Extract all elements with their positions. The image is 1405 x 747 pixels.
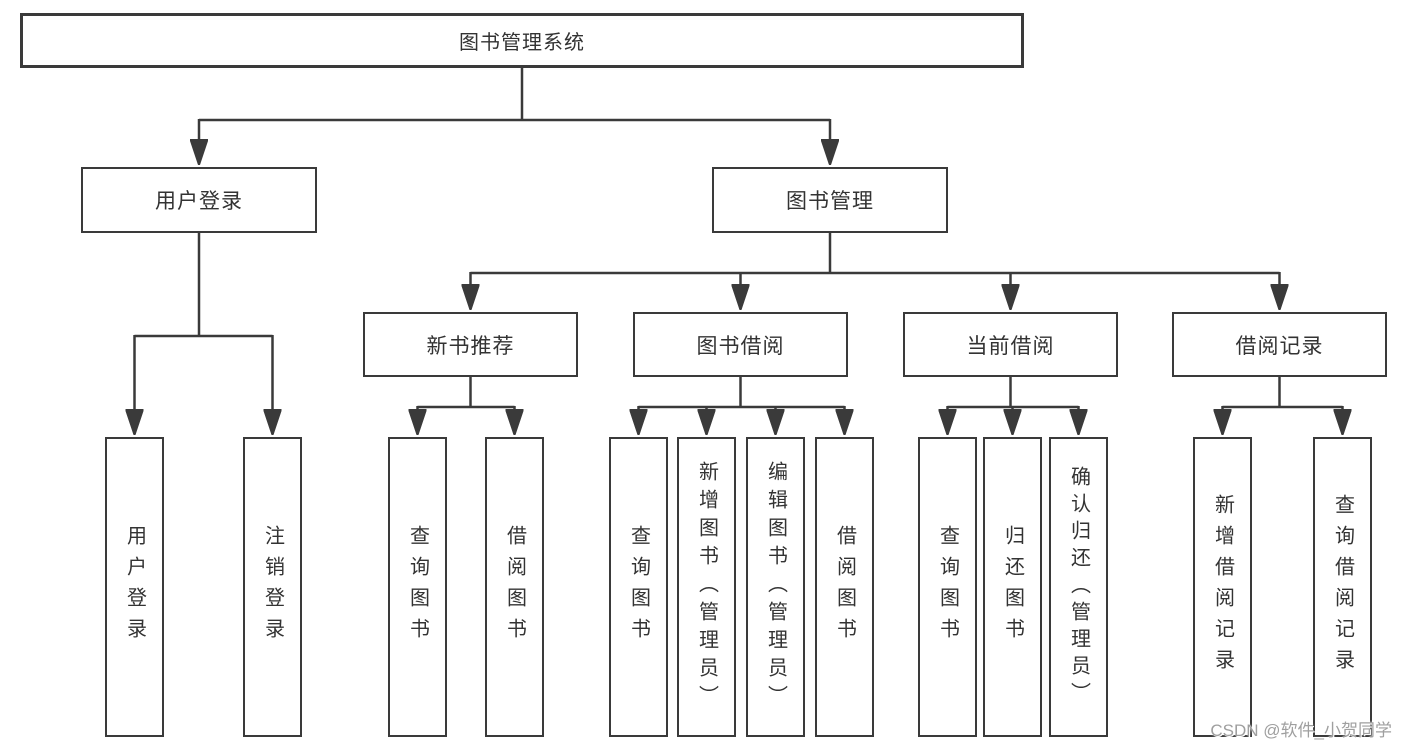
node-book-borrow: 图书借阅 — [633, 312, 848, 377]
node-library-management-system: 图书管理系统 — [20, 13, 1024, 68]
connector-user-login-children — [135, 233, 273, 434]
node-label: 新增借阅记录 — [1211, 494, 1234, 680]
node-label: 图书管理 — [786, 190, 874, 213]
node-label: 确认归还（管理员） — [1067, 465, 1090, 709]
node-label: 注销登录 — [261, 525, 284, 649]
node-label: 借阅图书 — [503, 525, 526, 649]
node-user-login: 用户登录 — [81, 167, 317, 233]
connector-book-borrow-children — [639, 377, 845, 434]
leaf-add-borrow-record: 新增借阅记录 — [1193, 437, 1252, 737]
node-label: 编辑图书（管理员） — [764, 461, 787, 713]
node-label: 图书管理系统 — [459, 32, 585, 54]
node-label: 借阅图书 — [833, 525, 856, 649]
leaf-query-books-current: 查询图书 — [918, 437, 977, 737]
connector-new-book-recommend-children — [418, 377, 515, 434]
leaf-edit-books-admin: 编辑图书（管理员） — [746, 437, 805, 737]
leaf-add-books-admin: 新增图书（管理员） — [677, 437, 736, 737]
connector-book-management-children — [471, 233, 1280, 309]
node-label: 新书推荐 — [426, 334, 515, 358]
node-label: 查询图书 — [936, 525, 959, 649]
leaf-confirm-return-admin: 确认归还（管理员） — [1049, 437, 1108, 737]
node-label: 查询图书 — [627, 525, 650, 649]
connector-current-borrow-children — [948, 377, 1079, 434]
node-new-book-recommend: 新书推荐 — [363, 312, 578, 377]
node-label: 查询借阅记录 — [1331, 494, 1354, 680]
watermark: CSDN @软件_小贺同学 — [1210, 721, 1392, 740]
node-borrow-records: 借阅记录 — [1172, 312, 1387, 377]
leaf-borrow-books: 借阅图书 — [815, 437, 874, 737]
leaf-query-books-recommend: 查询图书 — [388, 437, 447, 737]
connector-borrow-records-children — [1223, 377, 1343, 434]
node-label: 当前借阅 — [966, 334, 1055, 358]
leaf-user-login: 用户登录 — [105, 437, 164, 737]
node-label: 新增图书（管理员） — [695, 461, 718, 713]
leaf-query-books-borrow: 查询图书 — [609, 437, 668, 737]
node-label: 归还图书 — [1001, 525, 1024, 649]
node-label: 图书借阅 — [696, 334, 785, 358]
node-label: 查询图书 — [406, 525, 429, 649]
node-label: 用户登录 — [123, 525, 146, 649]
node-current-borrow: 当前借阅 — [903, 312, 1118, 377]
leaf-logout-login: 注销登录 — [243, 437, 302, 737]
leaf-borrow-books-recommend: 借阅图书 — [485, 437, 544, 737]
leaf-return-books: 归还图书 — [983, 437, 1042, 737]
node-book-management: 图书管理 — [712, 167, 948, 233]
leaf-query-borrow-record: 查询借阅记录 — [1313, 437, 1372, 737]
node-label: 用户登录 — [155, 190, 243, 213]
node-label: 借阅记录 — [1235, 334, 1324, 358]
connector-root-to-level2 — [199, 66, 830, 164]
